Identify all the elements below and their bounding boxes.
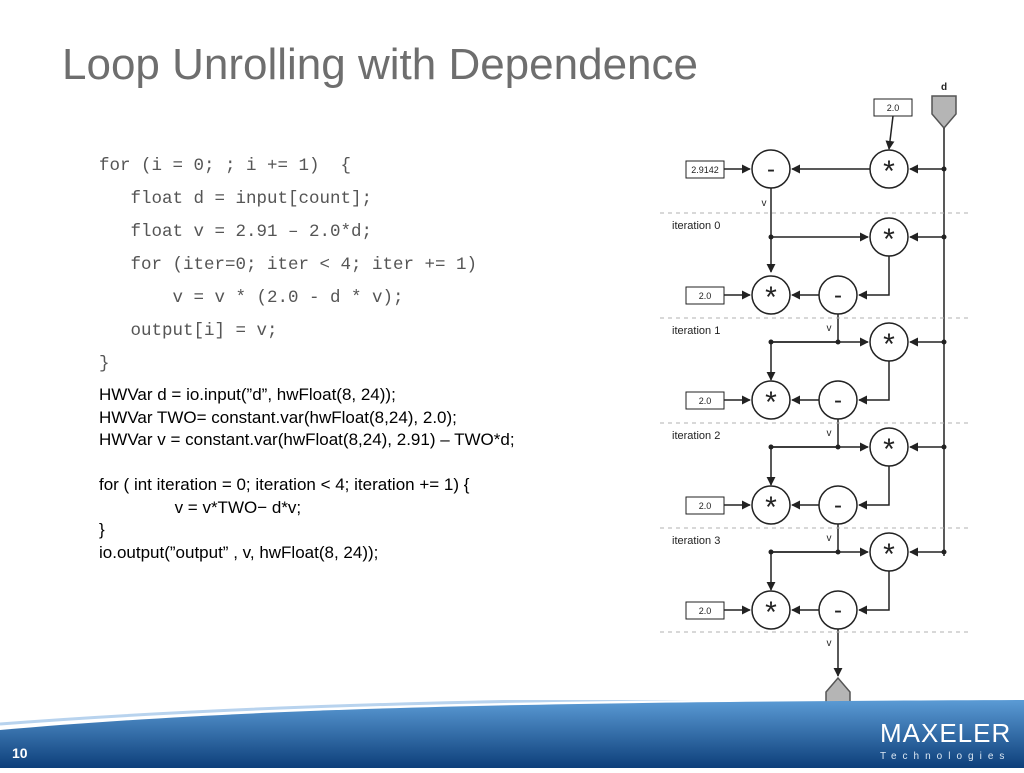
- iteration-sub-node-symbol: -: [834, 282, 842, 309]
- iteration-sub-node-symbol: -: [834, 597, 842, 624]
- iteration-mul-v-node: [751, 590, 791, 630]
- init-const-box-value: 2.9142: [691, 165, 719, 175]
- iteration-const-box-value: 2.0: [699, 396, 712, 406]
- wire: [858, 466, 890, 510]
- iteration-mul-v-node-symbol: *: [765, 596, 777, 629]
- wire: [858, 256, 890, 300]
- iteration-mul-v-node-symbol: *: [765, 281, 777, 314]
- code-line: v = v * (2.0 - d * v);: [99, 288, 404, 308]
- top-const-box-value: 2.0: [887, 103, 900, 113]
- v-label-iteration: v: [827, 428, 832, 439]
- input-stream-d: [931, 95, 957, 130]
- slide-number: 10: [12, 745, 28, 761]
- code-line: }: [99, 354, 110, 374]
- iteration-label: iteration 0: [672, 220, 720, 232]
- footer-bar: [0, 694, 1024, 768]
- code-line: float v = 2.91 – 2.0*d;: [99, 222, 373, 242]
- v-label-iteration: v: [827, 638, 832, 649]
- company-logo-subtext: Technologies: [880, 751, 1011, 762]
- iteration-mul-d-node-symbol: *: [883, 223, 895, 256]
- code-line: float d = input[count];: [99, 189, 373, 209]
- v-label-init: v: [762, 198, 767, 209]
- input-label-d: d: [941, 82, 947, 93]
- slide-title: Loop Unrolling with Dependence: [62, 40, 698, 89]
- code-line: output[i] = v;: [99, 321, 278, 341]
- hw-code-line: HWVar d = io.input(”d”, hwFloat(8, 24));: [99, 385, 396, 404]
- wire: [858, 571, 890, 615]
- code-line: for (iter=0; iter < 4; iter += 1): [99, 255, 478, 275]
- iteration-label: iteration 1: [672, 325, 720, 337]
- init-mul-node-symbol: *: [883, 155, 895, 188]
- iteration-mul-v-node: [751, 380, 791, 420]
- c-code-block: for (i = 0; ; i += 1) { float d = input[…: [99, 150, 477, 381]
- iteration-mul-d-node-symbol: *: [883, 538, 895, 571]
- company-logo: MAXELER: [880, 718, 1012, 748]
- iteration-label: iteration 3: [672, 535, 720, 547]
- iteration-sub-node-symbol: -: [834, 387, 842, 414]
- iteration-mul-v-node: [751, 275, 791, 315]
- hw-code-line: v = v*TWO− d*v;: [99, 497, 302, 517]
- init-sub-node-symbol: -: [767, 156, 775, 183]
- hw-code-line: [99, 452, 515, 475]
- iteration-const-box-value: 2.0: [699, 501, 712, 511]
- iteration-const-box-value: 2.0: [699, 606, 712, 616]
- wire: [858, 361, 890, 405]
- hw-code-line: HWVar TWO= constant.var(hwFloat(8,24), 2…: [99, 407, 457, 427]
- hw-code-line: for ( int iteration = 0; iteration < 4; …: [99, 475, 470, 494]
- hw-code-line: HWVar v = constant.var(hwFloat(8,24), 2.…: [99, 430, 515, 449]
- iteration-mul-v-node-symbol: *: [765, 386, 777, 419]
- v-label-iteration: v: [827, 533, 832, 544]
- dataflow-diagram: d 2.0 * - 2.9142 v iteration 0 * - * 2.0 v iteration…: [660, 82, 972, 706]
- code-line: for (i = 0; ; i += 1) {: [99, 156, 352, 176]
- v-label-iteration: v: [827, 323, 832, 334]
- hw-code-line: io.output(”output” , v, hwFloat(8, 24));: [99, 542, 379, 562]
- iteration-sub-node-symbol: -: [834, 492, 842, 519]
- iteration-const-box-value: 2.0: [699, 291, 712, 301]
- hwvar-code-block: HWVar d = io.input(”d”, hwFloat(8, 24));…: [99, 384, 515, 564]
- hw-code-line: }: [99, 520, 105, 539]
- iteration-mul-d-node-symbol: *: [883, 433, 895, 466]
- iteration-label: iteration 2: [672, 430, 720, 442]
- iteration-mul-v-node-symbol: *: [765, 491, 777, 524]
- iteration-mul-v-node: [751, 485, 791, 525]
- footer-wave: [0, 694, 1024, 768]
- wire: [885, 115, 895, 150]
- iteration-mul-d-node-symbol: *: [883, 328, 895, 361]
